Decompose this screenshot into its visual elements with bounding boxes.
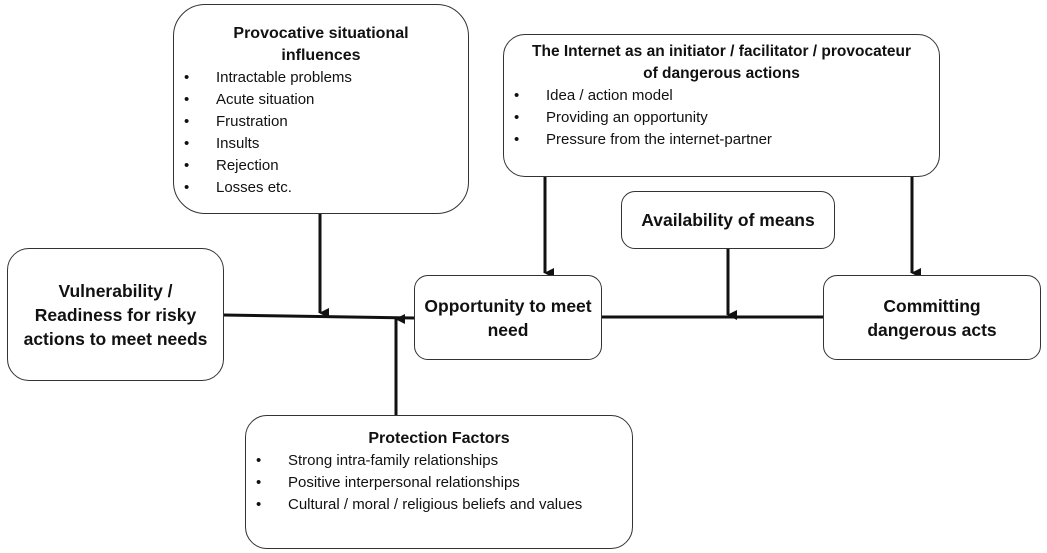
list-item: Cultural / moral / religious beliefs and… [246,494,586,516]
internet-list: Idea / action model Providing an opportu… [504,85,939,151]
protection-title: Protection Factors [368,430,510,447]
vulnerability-line-1: Vulnerability / [58,280,173,301]
committing-line-1: Committing [883,295,981,316]
node-protection-factors: Protection Factors Strong intra-family r… [245,415,633,549]
node-provocative-influences: Provocative situational influences Intra… [173,4,469,214]
list-item: Strong intra-family relationships [246,450,586,472]
list-item: Acute situation [174,89,468,111]
internet-title-line-2: of dangerous actions [643,65,800,82]
list-item: Positive interpersonal relationships [246,472,586,494]
provocative-title: Provocative situational influences [174,23,468,67]
committing-line-2: dangerous acts [867,319,997,340]
provocative-list: Intractable problems Acute situation Fru… [174,67,468,199]
list-item: Pressure from the internet-partner [504,129,939,151]
internet-title: The Internet as an initiator / facilitat… [504,41,939,85]
list-item: Losses etc. [174,177,468,199]
list-item: Intractable problems [174,67,468,89]
node-internet: The Internet as an initiator / facilitat… [503,34,940,177]
vulnerability-line-2: Readiness for risky [34,304,197,325]
vulnerability-line-3: actions to meet needs [23,328,208,349]
opportunity-line-2: need [487,319,529,340]
node-opportunity: Opportunity to meet need [414,275,602,360]
availability-label: Availability of means [641,210,815,230]
opportunity-line-1: Opportunity to meet [424,295,592,316]
protection-list: Strong intra-family relationships Positi… [246,450,586,516]
list-item: Providing an opportunity [504,107,939,129]
edge-vulnerability-opportunity [222,313,415,320]
list-item: Frustration [174,111,468,133]
list-item: Rejection [174,155,468,177]
provocative-title-line-2: influences [281,47,361,64]
node-committing: Committing dangerous acts [823,275,1041,360]
list-item: Insults [174,133,468,155]
list-item: Idea / action model [504,85,939,107]
internet-title-line-1: The Internet as an initiator / facilitat… [532,43,911,60]
node-availability-of-means: Availability of means [621,191,835,249]
node-vulnerability: Vulnerability / Readiness for risky acti… [7,248,224,381]
provocative-title-line-1: Provocative situational [233,25,409,42]
